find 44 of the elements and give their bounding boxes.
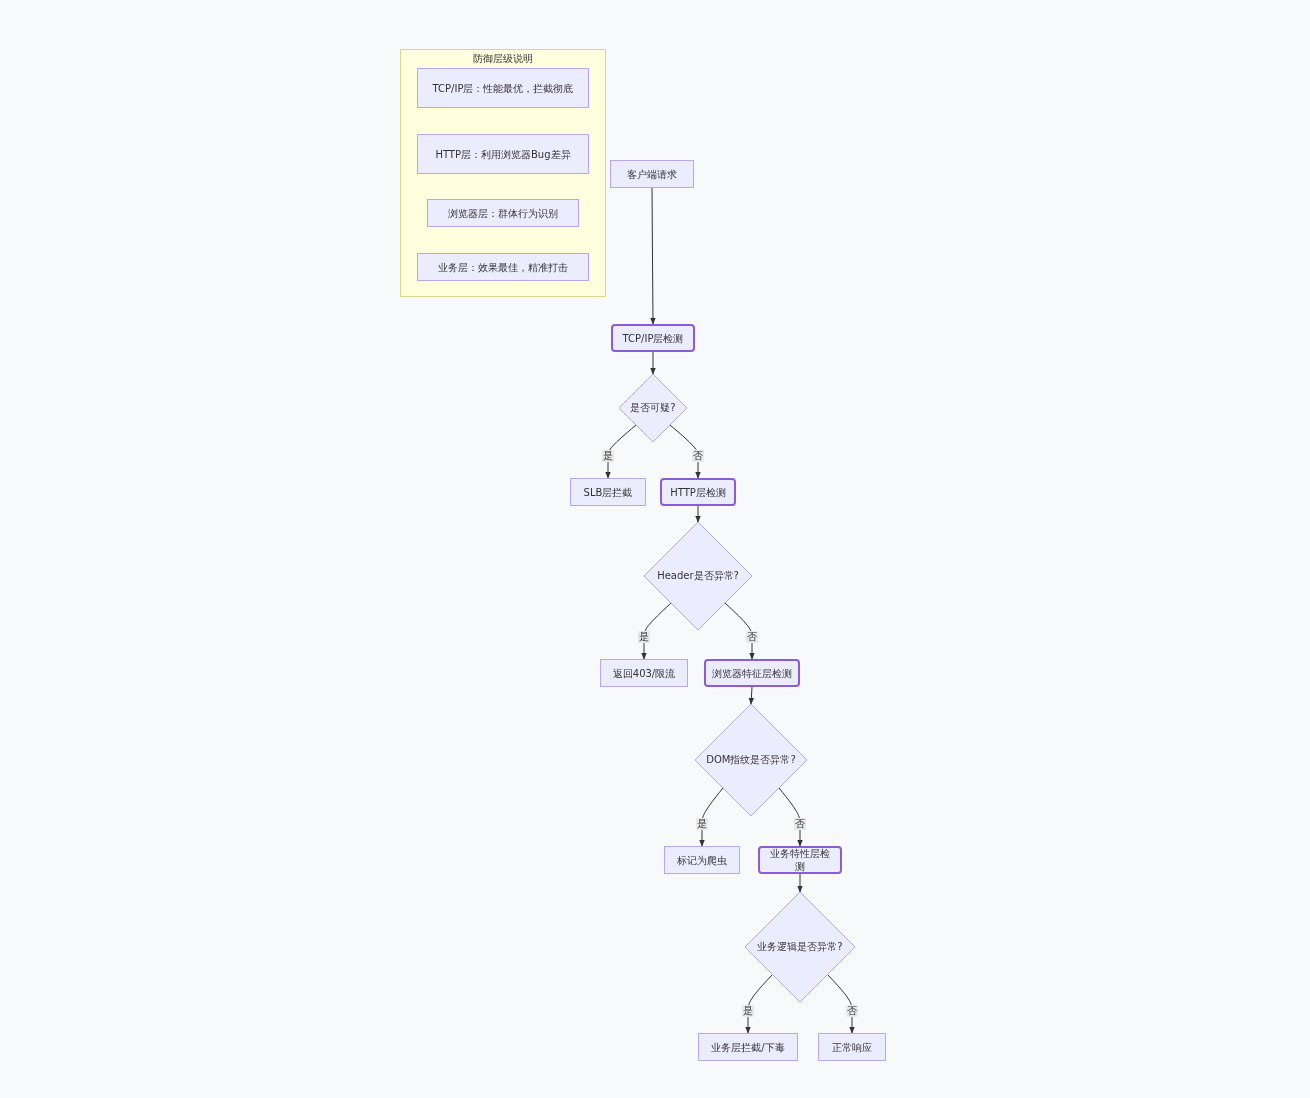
panel-title: 防御层级说明: [472, 52, 534, 66]
process-box: 客户端请求: [610, 160, 694, 188]
decision-text: 业务逻辑是否异常?: [757, 940, 843, 954]
edge-label: 否: [692, 450, 704, 462]
edge-label: 是: [638, 631, 650, 643]
process-box: HTTP层检测: [660, 478, 736, 506]
edge-label: 否: [794, 818, 806, 830]
legend-panel: [400, 49, 606, 297]
decision-text: DOM指纹是否异常?: [706, 753, 796, 767]
process-box: 返回403/限流: [600, 659, 688, 687]
decision-text: 是否可疑?: [630, 401, 676, 415]
arrow: [724, 602, 755, 660]
arrow: [695, 505, 701, 523]
arrow: [669, 424, 701, 479]
edge-label: 是: [602, 450, 614, 462]
decision-diamond: [644, 522, 752, 630]
process-box: 标记为爬虫: [664, 846, 740, 874]
edge-label: 否: [746, 631, 758, 643]
process-box: 业务特性层检测: [758, 846, 842, 874]
decision-diamond: [745, 892, 855, 1002]
process-box: 正常响应: [818, 1033, 886, 1061]
arrow: [797, 873, 803, 893]
decision-diamond: [695, 704, 807, 816]
arrow: [827, 974, 855, 1034]
legend-item: HTTP层：利用浏览器Bug差异: [417, 134, 589, 174]
legend-item: 浏览器层：群体行为识别: [427, 199, 579, 227]
arrow: [748, 686, 755, 705]
arrow: [745, 974, 773, 1034]
process-box: SLB层拦截: [570, 478, 646, 506]
edge-label: 是: [742, 1005, 754, 1017]
decision-diamond: [619, 374, 687, 442]
process-box: 浏览器特征层检测: [704, 659, 800, 687]
edge-label: 是: [696, 818, 708, 830]
decision-text: Header是否异常?: [657, 569, 739, 583]
edge-label: 否: [846, 1005, 858, 1017]
arrow: [650, 187, 656, 325]
arrow: [605, 424, 637, 479]
arrow: [650, 351, 656, 375]
arrow: [778, 787, 803, 847]
legend-item: TCP/IP层：性能最优，拦截彻底: [417, 68, 589, 108]
legend-item: 业务层：效果最佳，精准打击: [417, 253, 589, 281]
process-box: 业务层拦截/下毒: [698, 1033, 798, 1061]
process-box: TCP/IP层检测: [611, 324, 695, 352]
arrow: [699, 787, 724, 847]
